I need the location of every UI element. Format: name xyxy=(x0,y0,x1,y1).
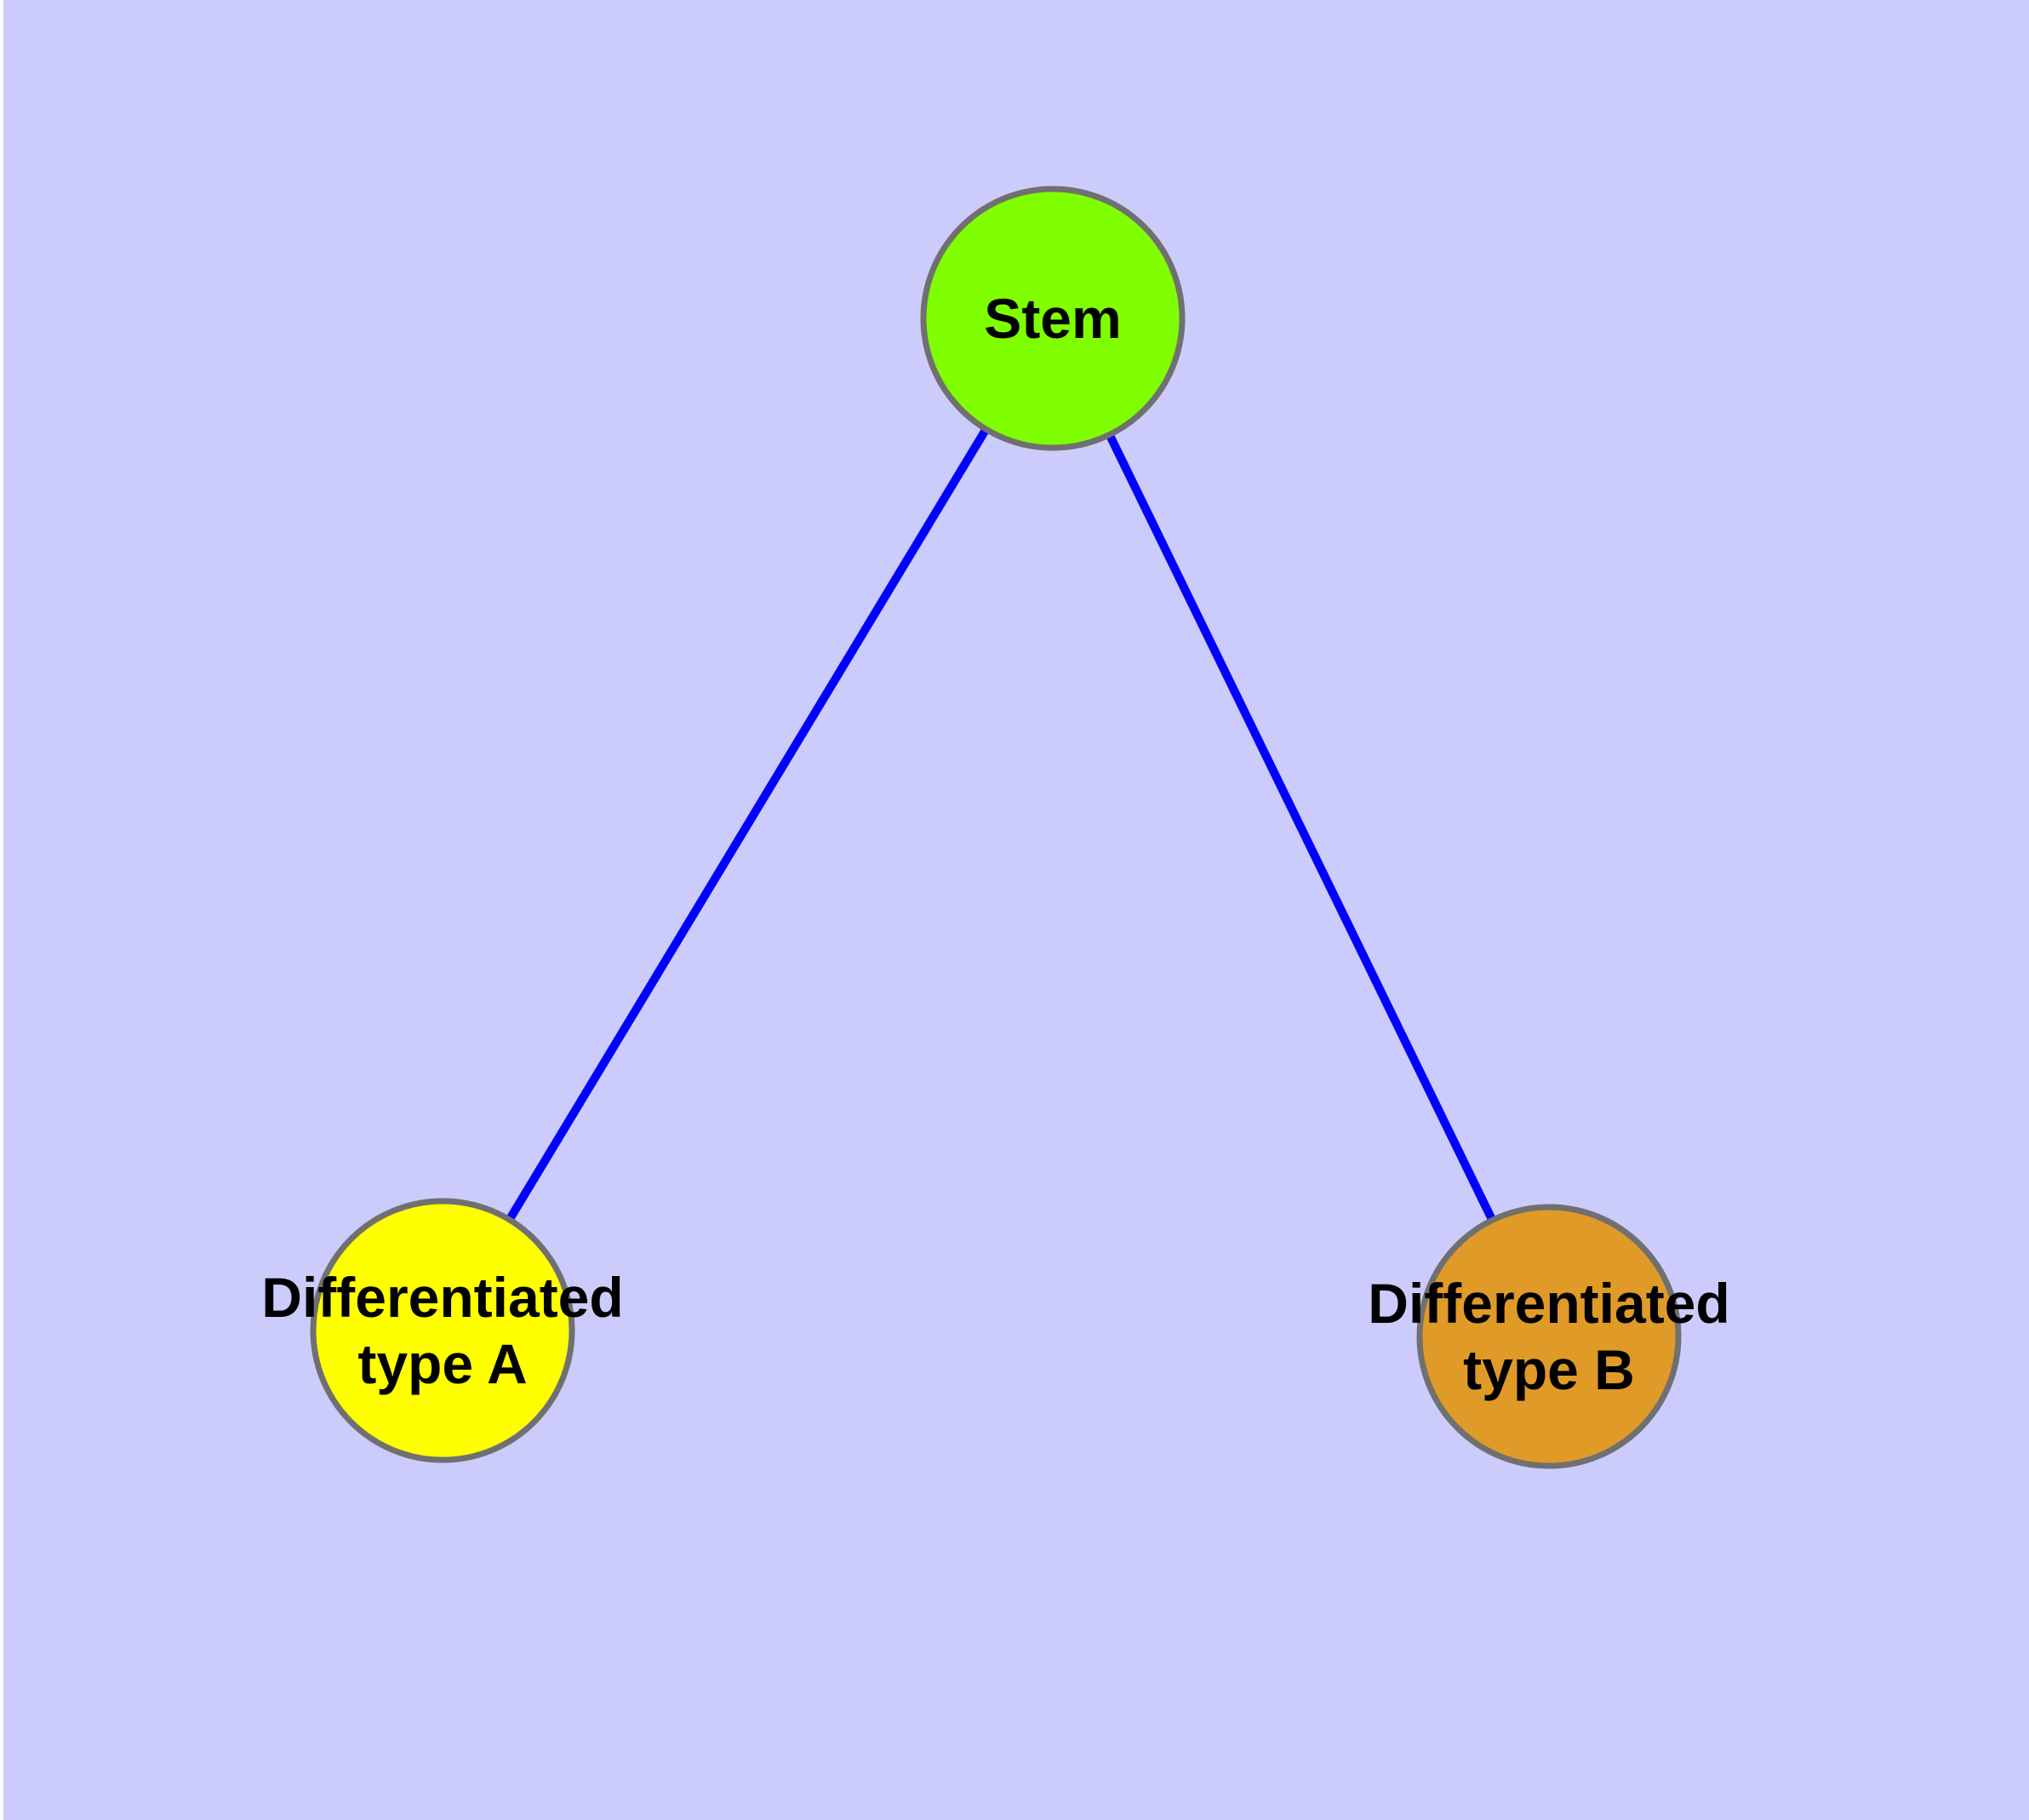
node-label-line: Differentiated xyxy=(261,1266,623,1329)
edge-stem-diff-b[interactable] xyxy=(1049,316,1553,1339)
node-label-stem: Stem xyxy=(984,287,1121,350)
node-circle-stem[interactable] xyxy=(920,186,1186,451)
node-circle-diff_a[interactable] xyxy=(310,1198,575,1463)
node-label-line: type B xyxy=(1463,1338,1635,1401)
edge-layer xyxy=(438,316,1553,1339)
node-label-line: type A xyxy=(357,1332,527,1395)
node-circle-diff_b[interactable] xyxy=(1416,1204,1682,1469)
node-label-line: Differentiated xyxy=(1368,1272,1729,1335)
edge-stem-diff-a[interactable] xyxy=(438,316,1057,1333)
node-stem[interactable]: Stem xyxy=(920,186,1186,451)
node-label-line: Stem xyxy=(984,287,1121,350)
